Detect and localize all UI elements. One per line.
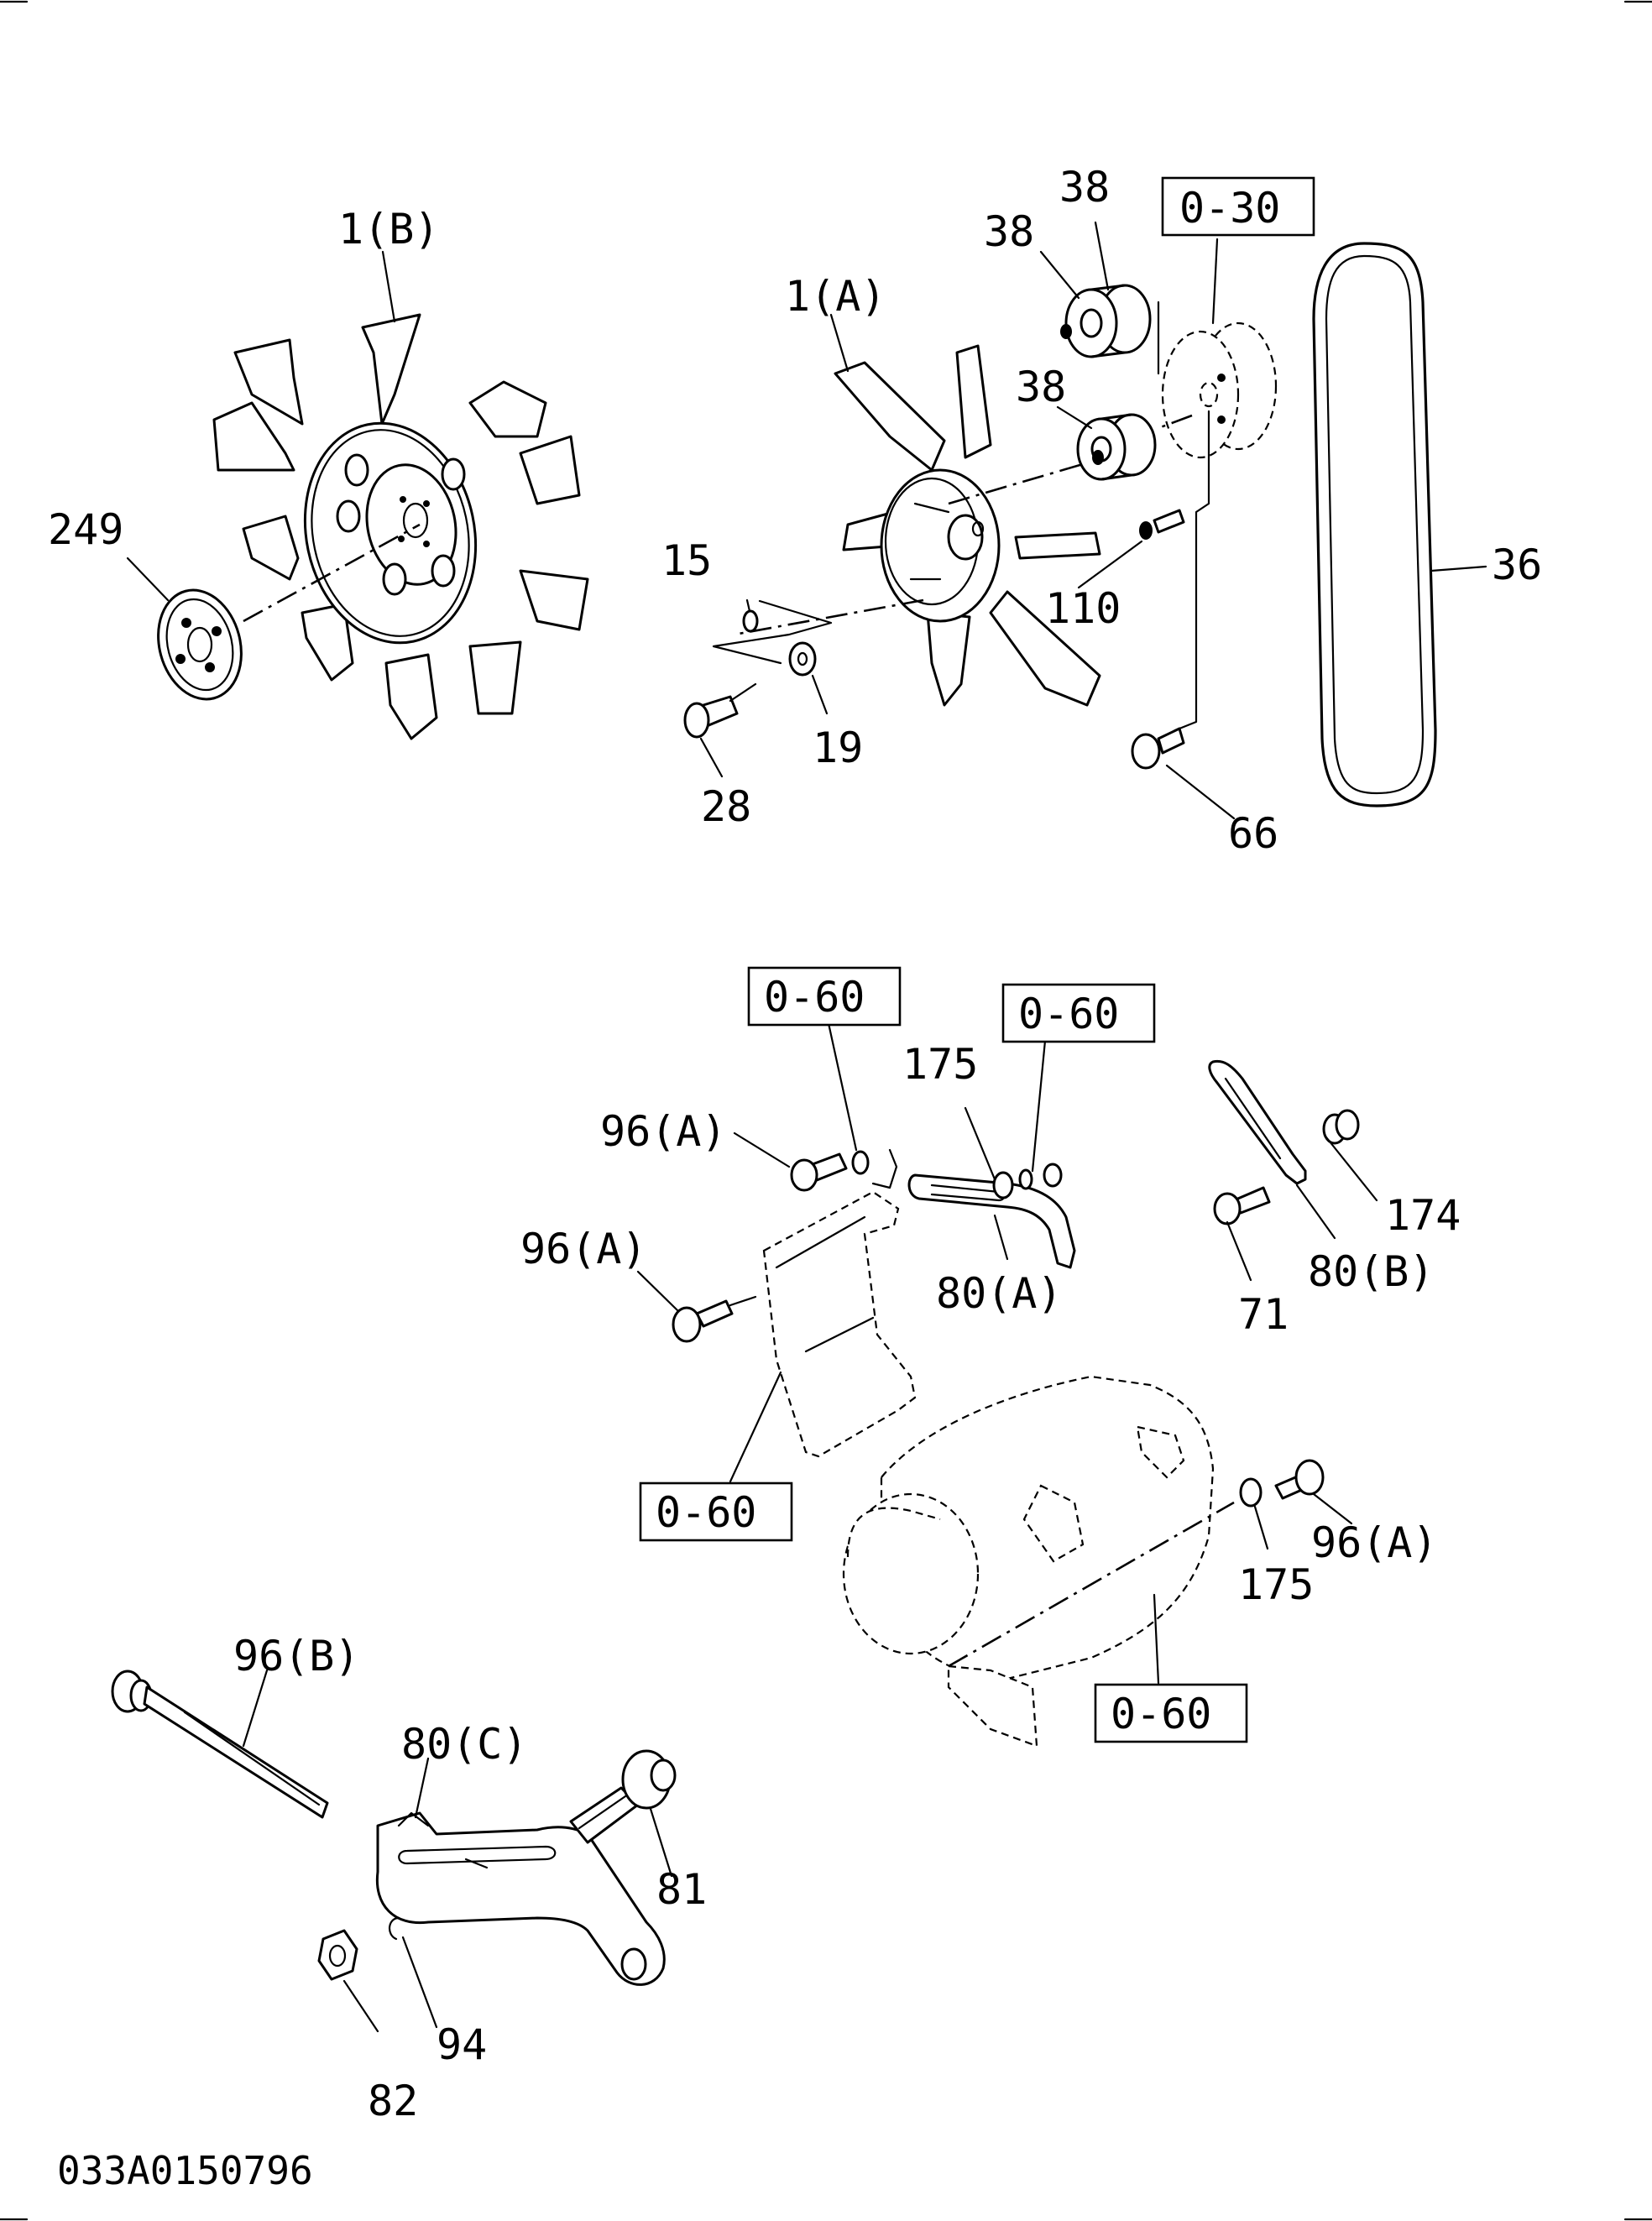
label-washer-15: 15 xyxy=(661,536,712,585)
label-fan-a: 1(A) xyxy=(785,272,886,321)
label-bolt-66: 66 xyxy=(1228,809,1278,858)
ref-box-generator-bracket xyxy=(639,1482,793,1542)
label-bolt-71: 71 xyxy=(1238,1290,1289,1339)
label-spacer-249: 249 xyxy=(48,505,123,554)
label-nut-82: 82 xyxy=(368,2077,418,2125)
callout-labels: 1(B) 1(A) 249 15 19 28 38 38 38 0-30 110… xyxy=(48,163,1542,2193)
fan-a-illustration xyxy=(834,344,1101,707)
diagram-code: 033A0150796 xyxy=(57,2148,313,2193)
label-ref-pulley: 0-30 xyxy=(1179,184,1280,233)
label-collar-174: 174 xyxy=(1385,1191,1461,1240)
idler-pulleys-38 xyxy=(1060,284,1157,481)
bolts-110-66 xyxy=(1131,300,1210,770)
bracket-80a-illustration xyxy=(871,1148,1076,1269)
label-ref-generator: 0-60 xyxy=(1111,1690,1211,1738)
hardware-96a-175-right xyxy=(1239,1459,1325,1508)
ref-box-pulley xyxy=(1161,176,1315,237)
label-bolt-28: 28 xyxy=(701,782,751,831)
label-bolt-96a-mid: 96(A) xyxy=(520,1225,647,1273)
pin-81-illustration xyxy=(569,1749,677,1844)
label-adjuster-80a: 80(A) xyxy=(936,1269,1063,1318)
belt-36-illustration xyxy=(1312,242,1437,807)
crank-pulley-illustration xyxy=(1158,321,1278,459)
label-washer-94: 94 xyxy=(437,2020,487,2069)
label-adjuster-80c: 80(C) xyxy=(401,1720,528,1769)
label-idler-38-top: 38 xyxy=(1059,163,1110,212)
bolt-96b-illustration xyxy=(111,1670,329,1819)
label-pin-81: 81 xyxy=(656,1865,707,1914)
bracket-80b-illustration xyxy=(1208,1059,1360,1225)
label-bolt-96a-right: 96(A) xyxy=(1311,1518,1438,1567)
label-bolt-110: 110 xyxy=(1045,584,1121,633)
ghost-bracket-illustration xyxy=(762,1190,917,1458)
label-belt-36: 36 xyxy=(1492,541,1542,589)
hardware-96a-175 xyxy=(672,1150,1063,1343)
label-idler-38-low: 38 xyxy=(1016,363,1066,411)
ref-box-generator xyxy=(1094,1683,1248,1743)
generator-illustration xyxy=(842,1375,1235,1748)
label-bolt-96b: 96(B) xyxy=(233,1632,360,1680)
nut-82-washer-94 xyxy=(317,1916,400,1981)
label-ref-bracket-left: 0-60 xyxy=(764,973,865,1022)
spacer-249-illustration xyxy=(157,588,243,701)
bracket-80c-illustration xyxy=(375,1811,666,1986)
fan-b-illustration xyxy=(212,313,589,740)
label-adjuster-80b: 80(B) xyxy=(1308,1247,1435,1296)
label-washer-175-top: 175 xyxy=(902,1040,978,1089)
label-idler-38-mid: 38 xyxy=(984,207,1034,256)
label-fan-b: 1(B) xyxy=(338,205,439,253)
reference-boxes xyxy=(639,176,1315,1743)
hardware-15-19-28 xyxy=(683,599,833,739)
label-washer-175-right: 175 xyxy=(1238,1560,1314,1609)
label-bolt-96a-top: 96(A) xyxy=(600,1107,727,1156)
label-washer-19: 19 xyxy=(813,724,863,772)
leader-lines xyxy=(126,221,1487,2033)
ref-box-bracket-right xyxy=(1001,983,1156,1043)
label-ref-generator-bracket: 0-60 xyxy=(656,1488,756,1537)
label-ref-bracket-right: 0-60 xyxy=(1018,990,1119,1038)
ref-box-bracket-left xyxy=(747,966,902,1027)
